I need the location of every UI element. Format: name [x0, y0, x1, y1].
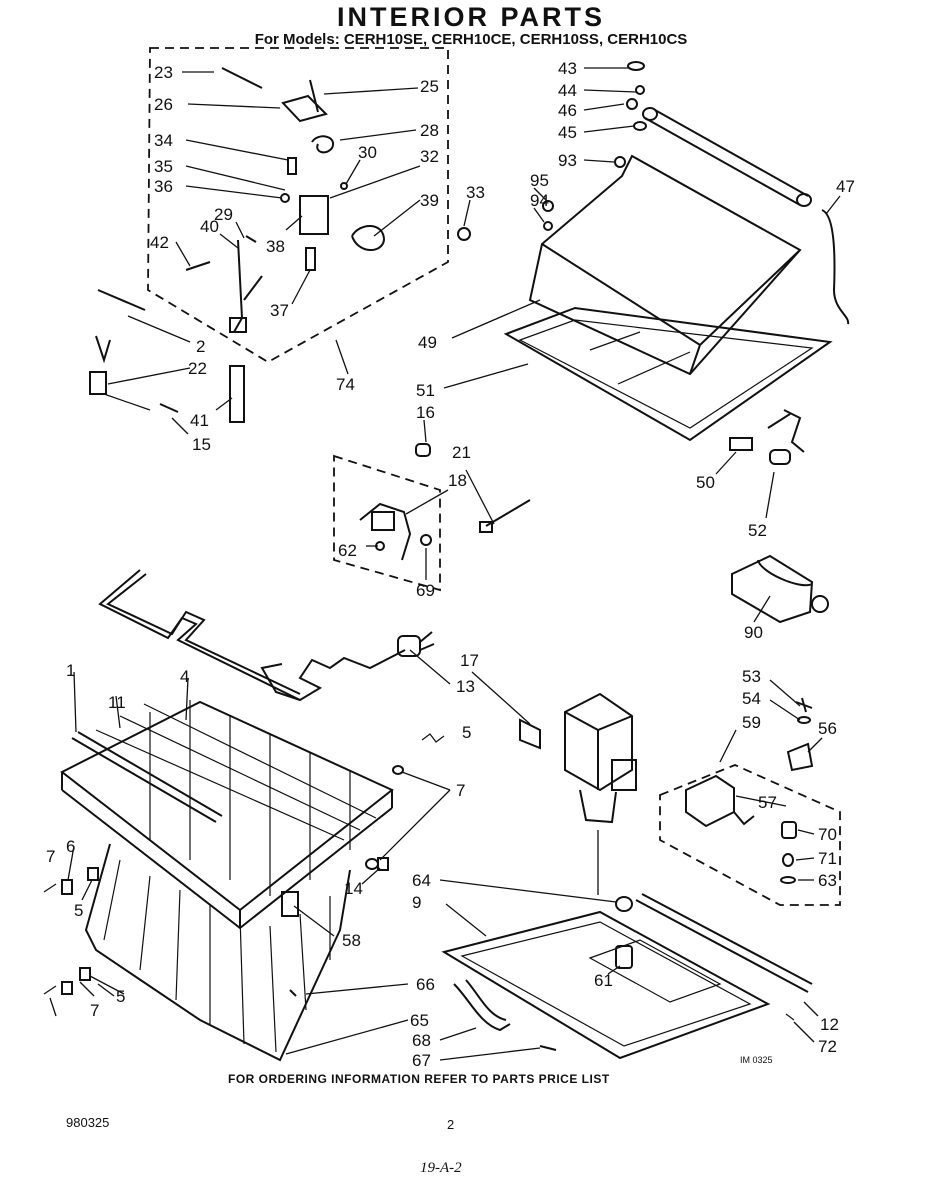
handwritten-mark: 19-A-2 — [420, 1160, 462, 1176]
heater-element — [98, 569, 435, 702]
callout: 94 — [530, 191, 549, 210]
callout: 25 — [420, 77, 439, 96]
callout: 42 — [150, 233, 169, 252]
callout: 71 — [818, 849, 837, 868]
callout: 5 — [462, 723, 471, 742]
callout: 64 — [412, 871, 431, 890]
callout: 63 — [818, 871, 837, 890]
callout: 7 — [456, 781, 465, 800]
callout: 14 — [344, 879, 363, 898]
light-socket-parts — [415, 409, 805, 465]
assembly-74-outline — [147, 47, 449, 364]
callout: 47 — [836, 177, 855, 196]
callout: 9 — [412, 893, 421, 912]
callout: 95 — [530, 171, 549, 190]
callout: 53 — [742, 667, 761, 686]
callout: 6 — [66, 837, 75, 856]
ordering-note: FOR ORDERING INFORMATION REFER TO PARTS … — [228, 1072, 610, 1086]
cover-and-valve-parts — [685, 554, 829, 884]
callout: 74 — [336, 375, 355, 394]
callout: 35 — [154, 157, 173, 176]
callout: 67 — [412, 1051, 431, 1070]
callout: 61 — [594, 971, 613, 990]
callout: 38 — [266, 237, 285, 256]
callout: 17 — [460, 651, 479, 670]
callout: 5 — [74, 901, 83, 920]
callout: 66 — [416, 975, 435, 994]
callout: 33 — [466, 183, 485, 202]
callout: 46 — [558, 101, 577, 120]
callout: 58 — [342, 931, 361, 950]
callout: 4 — [180, 667, 189, 686]
drain-pan — [441, 893, 813, 1060]
callout: 23 — [154, 63, 173, 82]
callout: 18 — [448, 471, 467, 490]
callout: 15 — [192, 435, 211, 454]
callout: 16 — [416, 403, 435, 422]
callout: 93 — [558, 151, 577, 170]
assembly-59-outline — [659, 764, 841, 906]
callout: 56 — [818, 719, 837, 738]
models-subtitle: For Models: CERH10SE, CERH10CE, CERH10SS… — [254, 31, 688, 48]
callout: 26 — [154, 95, 173, 114]
callout: 69 — [416, 581, 435, 600]
callout: 28 — [420, 121, 439, 140]
leader-lines — [49, 67, 841, 1061]
callout: 51 — [416, 381, 435, 400]
callout: 70 — [818, 825, 837, 844]
callout: 52 — [748, 521, 767, 540]
callout: 50 — [696, 473, 715, 492]
callout: 21 — [452, 443, 471, 462]
callout: 32 — [420, 147, 439, 166]
callout: 43 — [558, 59, 577, 78]
callout: 49 — [418, 333, 437, 352]
page-number: 2 — [447, 1117, 455, 1132]
callout: 39 — [420, 191, 439, 210]
callout: 5 — [116, 987, 125, 1006]
image-reference: IM 0325 — [740, 1055, 773, 1065]
callout: 12 — [820, 1015, 839, 1034]
callout: 1 — [66, 661, 75, 680]
callout: 68 — [412, 1031, 431, 1050]
ice-maker — [519, 692, 637, 824]
freezer-shelf-assembly — [503, 61, 850, 442]
callout: 13 — [456, 677, 475, 696]
callout: 90 — [744, 623, 763, 642]
callout: 45 — [558, 123, 577, 142]
callout: 34 — [154, 131, 173, 150]
callout: 41 — [190, 411, 209, 430]
callout: 29 — [214, 205, 233, 224]
callout: 7 — [90, 1001, 99, 1020]
callout: 44 — [558, 81, 577, 100]
callout: 11 — [108, 693, 126, 712]
document-number: 980325 — [66, 1115, 110, 1130]
callout: 59 — [742, 713, 761, 732]
wire-harness-parts — [89, 289, 245, 423]
callout: 62 — [338, 541, 357, 560]
callout: 2 — [196, 337, 205, 356]
callout: 36 — [154, 177, 173, 196]
thermostat-assembly — [359, 499, 531, 561]
assembly-18-outline — [333, 454, 441, 592]
callout: 7 — [46, 847, 55, 866]
page-title: INTERIOR PARTS — [336, 2, 605, 32]
callout: 40 — [200, 217, 219, 236]
callout: 30 — [358, 143, 377, 162]
switch-bracket-parts — [185, 67, 471, 333]
callout: 54 — [742, 689, 761, 708]
callout: 37 — [270, 301, 289, 320]
callout-numbers: 23 25 26 28 34 30 32 35 36 33 39 29 40 4… — [46, 59, 855, 1070]
callout: 65 — [410, 1011, 429, 1030]
callout: 57 — [758, 793, 777, 812]
ice-rack-assembly — [43, 700, 445, 1062]
callout: 22 — [188, 359, 207, 378]
callout: 72 — [818, 1037, 837, 1056]
